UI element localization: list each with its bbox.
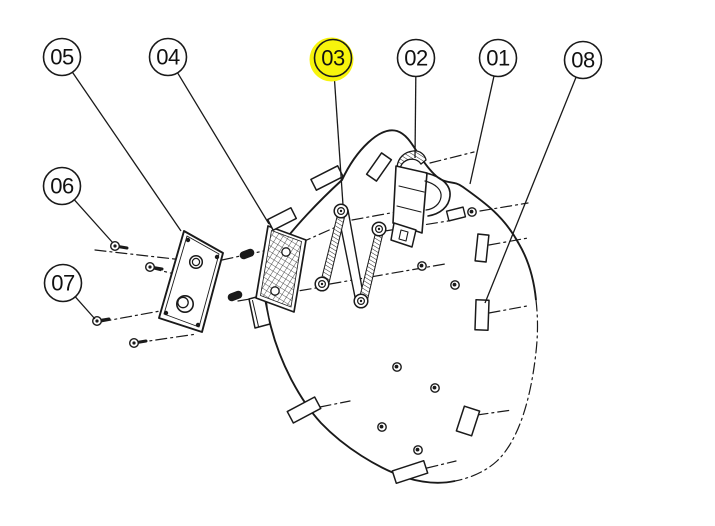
callout-04[interactable]: 04	[148, 37, 270, 225]
clip-rect	[286, 396, 322, 424]
panel-dome-screws	[377, 206, 477, 455]
callout-03[interactable]: 03	[309, 37, 354, 206]
balloon-circle	[42, 166, 82, 206]
left-screws	[91, 240, 164, 349]
clip-rect	[474, 233, 490, 263]
clip-rect	[266, 207, 298, 231]
roller-frame-part-03	[314, 203, 387, 309]
screw	[467, 207, 477, 217]
grommets	[227, 248, 271, 329]
balloon-label: 07	[51, 271, 75, 296]
callout-08[interactable]: 08	[484, 40, 603, 304]
roller	[371, 221, 387, 237]
screw	[128, 338, 148, 349]
clip-rect	[474, 299, 490, 331]
mounting-plate-part-05	[158, 230, 224, 333]
hatched-block-part-04	[255, 225, 307, 313]
balloon-circle	[478, 38, 518, 78]
balloon-label: 06	[50, 174, 74, 199]
balloon-circle	[43, 263, 83, 303]
callout-07[interactable]: 07	[43, 263, 96, 320]
callout-06[interactable]: 06	[42, 166, 114, 244]
clip-rect	[455, 405, 481, 437]
clip-rect	[365, 152, 393, 182]
leader-line	[73, 199, 114, 244]
clip-rects-08	[286, 233, 529, 485]
screw	[144, 262, 164, 273]
callout-05[interactable]: 05	[42, 37, 182, 232]
screw-06-target	[109, 240, 129, 251]
roller	[314, 276, 330, 292]
balloon-circle	[396, 38, 436, 78]
balloon-label: 01	[486, 46, 510, 71]
clip-rect	[391, 459, 429, 485]
callout-01[interactable]: 01	[469, 38, 518, 185]
roller	[353, 293, 369, 309]
leader-line	[74, 296, 96, 320]
balloon-circle	[148, 37, 188, 77]
balloon-circle	[313, 38, 353, 78]
balloon-label: 05	[50, 45, 74, 70]
plate-nut	[188, 254, 204, 270]
leader-line	[333, 76, 344, 206]
leader-line	[469, 75, 495, 185]
callout-02[interactable]: 02	[396, 38, 436, 159]
plate-hole	[176, 294, 195, 313]
balloon-circle	[42, 37, 82, 77]
balloon-label: 03	[321, 46, 345, 71]
leader-line	[484, 76, 577, 304]
balloon-label: 08	[571, 48, 595, 73]
balloon-label: 04	[156, 45, 180, 70]
balloon-circle	[563, 40, 603, 80]
callout-layer: 05 04 03 02 01 08 06 07	[42, 37, 603, 320]
balloon-label: 02	[404, 46, 428, 71]
leader-line	[414, 76, 417, 159]
roller	[333, 203, 349, 219]
grommet	[227, 290, 243, 302]
leader-line	[177, 72, 270, 225]
clamp-part-02	[390, 150, 451, 248]
leader-line	[71, 71, 182, 232]
grommet	[239, 248, 255, 260]
washer-sleeve	[445, 206, 467, 222]
